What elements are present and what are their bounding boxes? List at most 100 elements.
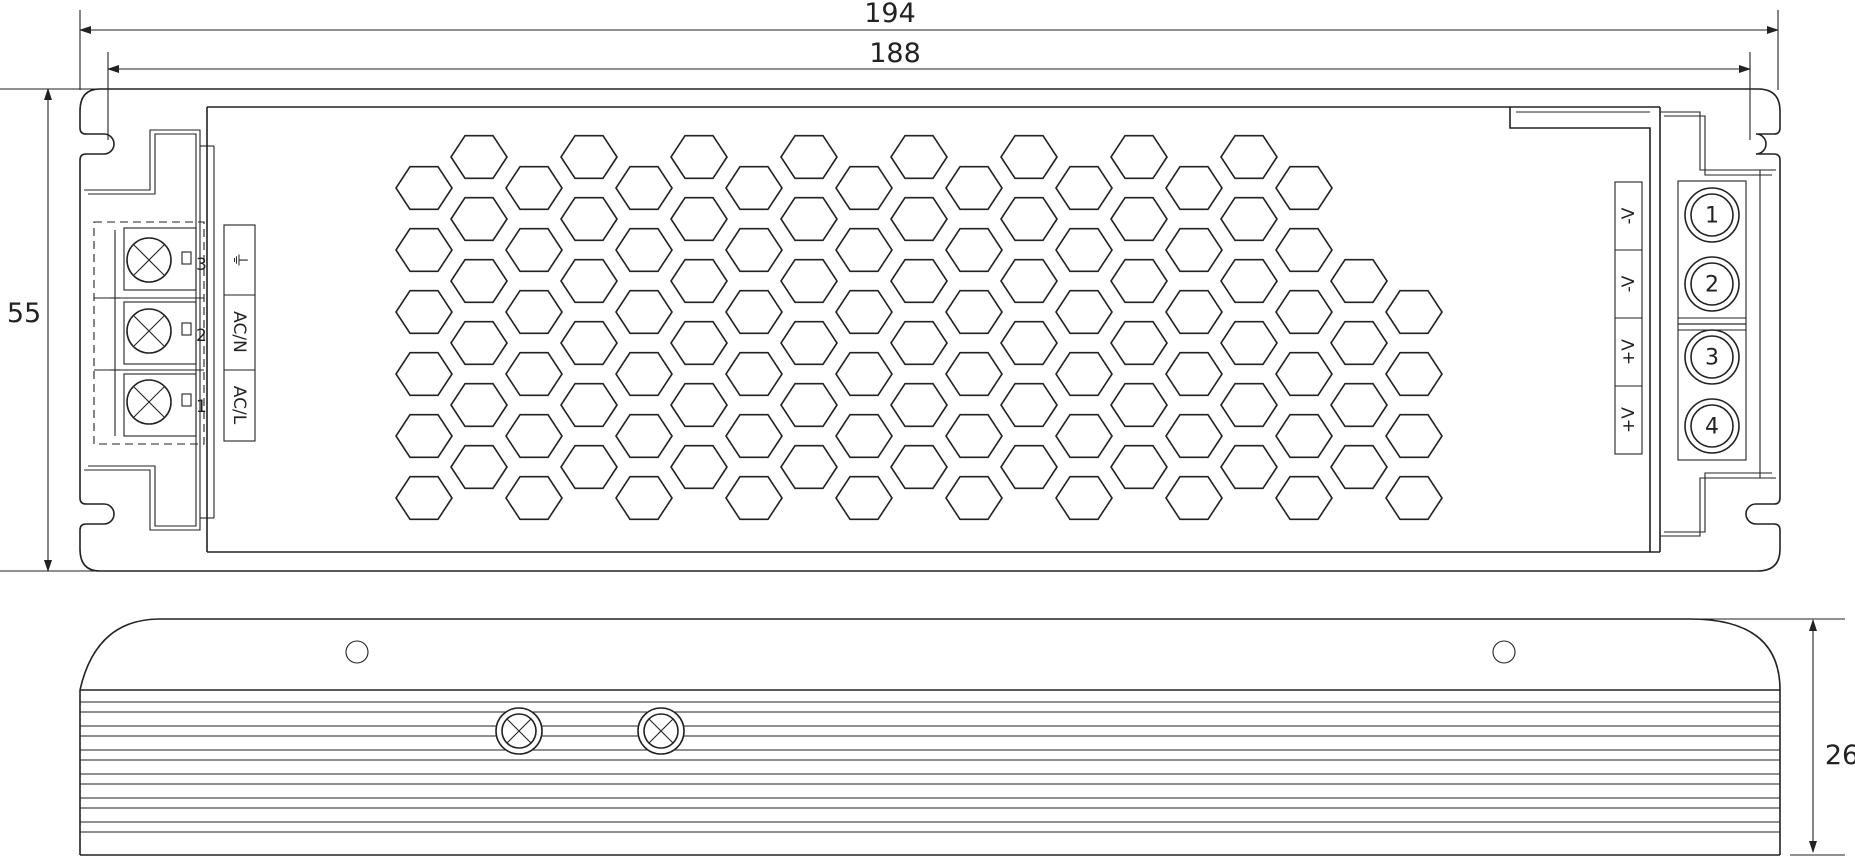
output-terminal-3: 3: [1684, 329, 1740, 385]
vent-hole: [1110, 196, 1168, 242]
vent-hole: [780, 258, 838, 304]
vent-hole: [890, 258, 948, 304]
vent-hole: [1165, 475, 1223, 521]
output-pin-number: 1: [1705, 204, 1719, 229]
vent-hole: [890, 382, 948, 428]
label-ac-l: AC/L: [229, 386, 249, 425]
cover-plate: [206, 106, 1661, 553]
ground-symbol: ⏚: [229, 252, 249, 269]
vent-hole: [670, 258, 728, 304]
screw-3: [126, 237, 172, 283]
vent-hole: [1165, 413, 1223, 459]
side-hole: [1492, 640, 1516, 664]
dimension-inner-length: 188: [107, 38, 1751, 140]
output-pin-number: 3: [1705, 346, 1719, 371]
vent-hole: [450, 196, 508, 242]
vent-hole: [1385, 351, 1443, 397]
vent-hole: [670, 320, 728, 366]
vent-hole: [945, 227, 1003, 273]
vent-hole: [450, 382, 508, 428]
vent-hole: [395, 289, 453, 335]
vent-hole: [1385, 289, 1443, 335]
screw-1: [126, 379, 172, 425]
vent-hole: [1055, 413, 1113, 459]
input-label-strip: ⏚ AC/N AC/L: [223, 224, 256, 442]
vent-hole: [1000, 258, 1058, 304]
vent-hole: [615, 413, 673, 459]
side-hole: [345, 640, 369, 664]
vent-hole: [780, 382, 838, 428]
side-screw: [637, 707, 685, 755]
vent-hole: [505, 227, 563, 273]
dimension-label-188: 188: [869, 38, 921, 69]
vent-hole: [505, 475, 563, 521]
vent-hole: [1220, 382, 1278, 428]
vent-hole: [450, 320, 508, 366]
output-pin-number: 2: [1705, 273, 1719, 298]
vent-hole: [780, 320, 838, 366]
vent-hole: [890, 134, 948, 180]
label-ac-n: AC/N: [229, 311, 249, 353]
vent-hole: [945, 165, 1003, 211]
vent-hole: [945, 289, 1003, 335]
vent-hole: [1000, 320, 1058, 366]
vent-hole: [1000, 444, 1058, 490]
vent-hole: [1220, 320, 1278, 366]
output-label-strip: -V -V +V +V: [1614, 181, 1643, 455]
vent-hole: [1110, 382, 1168, 428]
vent-hole: [1385, 475, 1443, 521]
vent-hole: [395, 351, 453, 397]
vent-hole: [670, 444, 728, 490]
ventilation-grid: [395, 134, 1443, 521]
vent-hole: [945, 475, 1003, 521]
vent-hole: [1110, 444, 1168, 490]
vent-hole: [560, 258, 618, 304]
vent-hole: [395, 475, 453, 521]
vent-hole: [835, 475, 893, 521]
vent-hole: [945, 351, 1003, 397]
vent-hole: [1275, 289, 1333, 335]
vent-hole: [450, 134, 508, 180]
vent-hole: [835, 413, 893, 459]
vent-hole: [1165, 289, 1223, 335]
vent-hole: [615, 475, 673, 521]
vent-hole: [1330, 320, 1388, 366]
vent-hole: [1055, 351, 1113, 397]
vent-hole: [1165, 227, 1223, 273]
vent-hole: [835, 289, 893, 335]
label-neg-v: -V: [1619, 207, 1639, 224]
vent-hole: [1330, 444, 1388, 490]
vent-hole: [1275, 475, 1333, 521]
vent-hole: [1165, 165, 1223, 211]
vent-hole: [835, 351, 893, 397]
vent-hole: [835, 227, 893, 273]
vent-hole: [505, 165, 563, 211]
input-pin-number: 2: [196, 326, 207, 346]
dimension-overall-length: 194: [79, 0, 1779, 90]
vent-hole: [670, 382, 728, 428]
vent-hole: [395, 413, 453, 459]
vent-hole: [1110, 320, 1168, 366]
dimension-height: 26: [1690, 618, 1855, 856]
vent-hole: [670, 196, 728, 242]
vent-hole: [1000, 382, 1058, 428]
vent-hole: [725, 475, 783, 521]
vent-hole: [1000, 134, 1058, 180]
screw-2: [126, 308, 172, 354]
input-pin-number: 3: [196, 255, 207, 275]
vent-hole: [615, 165, 673, 211]
vent-hole: [890, 196, 948, 242]
side-housing-outline: [79, 618, 1781, 855]
output-terminal-2: 2: [1684, 256, 1740, 312]
vent-hole: [1330, 258, 1388, 304]
vent-hole: [890, 444, 948, 490]
vent-hole: [1055, 475, 1113, 521]
vent-hole: [615, 351, 673, 397]
vent-hole: [1275, 351, 1333, 397]
vent-hole: [1220, 258, 1278, 304]
top-view: 194 188 55: [0, 0, 1781, 572]
vent-hole: [1275, 227, 1333, 273]
pin-marker: [181, 393, 192, 407]
vent-hole: [725, 289, 783, 335]
